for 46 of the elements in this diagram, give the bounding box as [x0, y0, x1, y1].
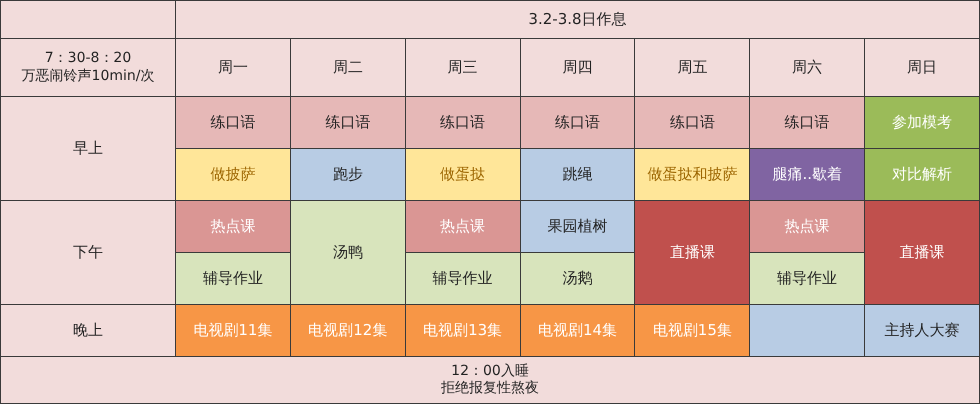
activity-cell: 练口语: [635, 97, 750, 148]
bedtime-text: 12：00入睡: [451, 362, 529, 380]
day-header: 周一: [176, 39, 290, 96]
activity-cell: 热点课: [406, 201, 520, 252]
activity-cell: 辅导作业: [406, 253, 520, 304]
activity-cell: 辅导作业: [750, 253, 864, 304]
activity-cell: 辅导作业: [176, 253, 290, 304]
note-text: 万恶闹铃声10min/次: [22, 68, 154, 85]
activity-cell: 做蛋挞和披萨: [635, 149, 750, 200]
activity-cell: 练口语: [290, 97, 405, 148]
day-header: 周六: [750, 39, 864, 96]
activity-cell: 练口语: [406, 97, 520, 148]
activity-cell: 对比解析: [865, 149, 979, 200]
activity-cell: 跳绳: [520, 149, 634, 200]
activity-cell: 做披萨: [176, 149, 290, 200]
day-header: 周二: [290, 39, 405, 96]
activity-cell: 电视剧15集: [635, 305, 750, 356]
activity-cell: 汤鸭: [290, 201, 405, 304]
activity-cell: 果园植树: [520, 201, 634, 252]
note-text: 拒绝报复性熬夜: [440, 380, 539, 398]
activity-cell: 汤鹅: [520, 253, 634, 304]
activity-cell: 电视剧11集: [176, 305, 290, 356]
activity-cell: 直播课: [635, 201, 750, 304]
day-header: 周日: [865, 39, 979, 96]
period-label: 晚上: [1, 305, 175, 356]
activity-cell: 练口语: [750, 97, 864, 148]
activity-cell: 电视剧14集: [520, 305, 634, 356]
activity-cell: 做蛋挞: [406, 149, 520, 200]
day-header: 周三: [406, 39, 520, 96]
activity-cell: 直播课: [865, 201, 979, 304]
activity-cell: 跑步: [290, 149, 405, 200]
activity-cell: 主持人大赛: [865, 305, 979, 356]
activity-cell: 参加模考: [865, 97, 979, 148]
activity-cell: 电视剧12集: [290, 305, 405, 356]
period-label: 早上: [1, 97, 175, 200]
title-text: 3.2-3.8日作息: [176, 1, 979, 38]
activity-cell: 练口语: [520, 97, 634, 148]
activity-cell: 热点课: [750, 201, 864, 252]
activity-cell: 电视剧13集: [406, 305, 520, 356]
period-label: 下午: [1, 201, 175, 304]
day-header: 周五: [635, 39, 750, 96]
activity-cell: 练口语: [176, 97, 290, 148]
activity-cell: 腿痛..歇着: [750, 149, 864, 200]
time-text: 7：30-8：20: [44, 50, 132, 68]
day-header: 周四: [520, 39, 634, 96]
activity-cell: 热点课: [176, 201, 290, 252]
